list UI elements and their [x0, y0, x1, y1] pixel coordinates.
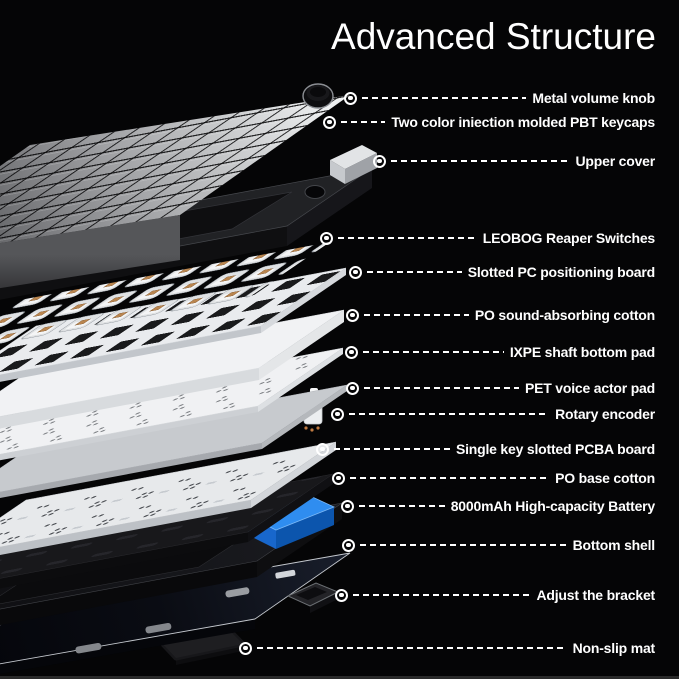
callout-row-bottom-shell: Bottom shell: [342, 536, 655, 554]
callout-label: Bottom shell: [572, 537, 656, 553]
positioning-board: [0, 267, 347, 382]
callout-marker-icon: [320, 231, 333, 245]
callout-label: Adjust the bracket: [536, 587, 655, 603]
callout-marker-icon: [239, 641, 252, 655]
callout-row-leobog-reaper-switches: LEOBOG Reaper Switches: [320, 229, 655, 247]
callout-row-metal-volume-knob: Metal volume knob: [344, 89, 655, 107]
callout-line: [364, 386, 519, 390]
callout-marker-icon: [346, 381, 359, 395]
callout-line: [359, 504, 445, 508]
callout-marker-icon: [345, 345, 358, 359]
callout-line: [362, 96, 527, 100]
callout-row-upper-cover: Upper cover: [373, 152, 655, 170]
callout-marker-icon: [344, 91, 357, 105]
callout-marker-icon: [335, 588, 348, 602]
volume-knob: [302, 83, 334, 109]
callout-label: PO base cotton: [555, 470, 655, 486]
callout-label: Rotary encoder: [555, 406, 655, 422]
callout-row-adjust-the-bracket: Adjust the bracket: [335, 586, 655, 604]
callout-line: [334, 447, 450, 451]
pet-voice-actor-pad: [0, 384, 348, 499]
bottom-edge-strip: [0, 676, 679, 679]
callout-marker-icon: [332, 471, 345, 485]
callout-row-non-slip-mat: Non-slip mat: [239, 639, 655, 657]
callout-marker-icon: [342, 538, 355, 552]
callout-line: [341, 120, 386, 124]
callout-row-po-sound-absorbing-cotton: PO sound-absorbing cotton: [346, 306, 655, 324]
callout-line: [349, 412, 550, 416]
callout-line: [367, 270, 462, 274]
callout-marker-icon: [346, 308, 359, 322]
callout-label: Upper cover: [575, 153, 656, 169]
callout-line: [360, 543, 567, 547]
callout-marker-icon: [331, 407, 344, 421]
callout-row-slotted-pc-positioning-board: Slotted PC positioning board: [349, 263, 655, 281]
switches-layer: [0, 242, 330, 346]
callout-row-8000mah-high-capacity-battery: 8000mAh High-capacity Battery: [341, 497, 655, 515]
callout-line: [350, 476, 550, 480]
callout-row-rotary-encoder: Rotary encoder: [331, 405, 655, 423]
corner-keycap: [330, 145, 377, 184]
callout-label: Slotted PC positioning board: [467, 264, 655, 280]
callout-marker-icon: [373, 154, 386, 168]
callout-label: LEOBOG Reaper Switches: [482, 230, 655, 246]
callout-label: Two color iniection molded PBT keycaps: [391, 114, 655, 130]
callout-line: [353, 593, 531, 597]
callout-label: Metal volume knob: [532, 90, 655, 106]
callout-line: [363, 350, 504, 354]
callout-marker-icon: [341, 499, 354, 513]
callout-marker-icon: [316, 442, 329, 456]
callout-label: Non-slip mat: [572, 640, 656, 656]
callout-marker-icon: [323, 115, 336, 129]
bottom-shell-underside: [0, 552, 351, 674]
callout-label: IXPE shaft bottom pad: [509, 344, 655, 360]
pcba-board: [0, 441, 337, 555]
callout-label: PO sound-absorbing cotton: [474, 307, 655, 323]
callout-row-pet-voice-actor-pad: PET voice actor pad: [346, 379, 655, 397]
callout-line: [391, 159, 570, 163]
callout-line: [257, 646, 567, 650]
callout-line: [338, 236, 477, 240]
callout-marker-icon: [349, 265, 362, 279]
callout-label: PET voice actor pad: [524, 380, 655, 396]
callout-row-ixpe-shaft-bottom-pad: IXPE shaft bottom pad: [345, 343, 655, 361]
adjust-bracket: [286, 582, 340, 613]
callout-row-two-color-iniection-molded-pbt-keycaps: Two color iniection molded PBT keycaps: [323, 113, 655, 131]
callout-line: [364, 313, 469, 317]
sound-absorbing-cotton: [0, 309, 345, 429]
callout-label: Single key slotted PCBA board: [455, 441, 655, 457]
callout-row-po-base-cotton: PO base cotton: [332, 469, 655, 487]
keycaps: [0, 95, 350, 289]
page-title: Advanced Structure: [331, 16, 656, 57]
callout-label: 8000mAh High-capacity Battery: [450, 498, 655, 514]
callout-row-single-key-slotted-pcba-board: Single key slotted PCBA board: [316, 440, 655, 458]
